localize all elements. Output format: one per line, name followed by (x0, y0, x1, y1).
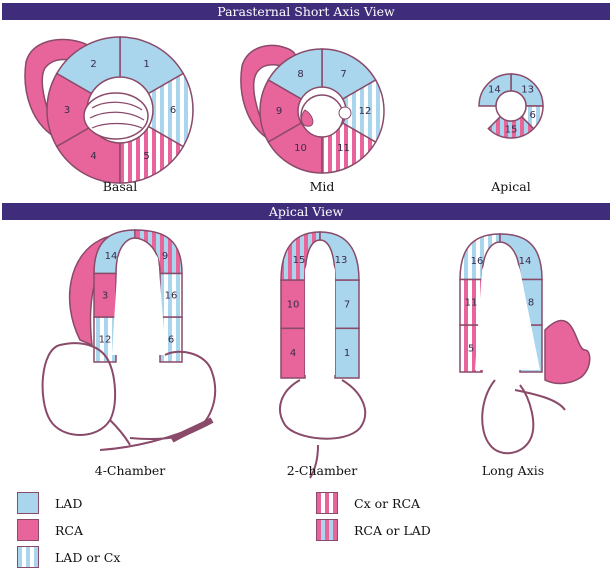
four_chamber-segment-label: 12 (99, 335, 112, 346)
legend-swatch-lad (17, 492, 39, 514)
legend-label: LAD (55, 496, 82, 511)
basal-segment-label: 1 (143, 59, 149, 70)
aortic-root-la (545, 320, 590, 383)
short-axis-apical: 13 14 15 6 (479, 74, 543, 138)
apical-segment-label: 14 (488, 84, 501, 95)
basal-segment-label: 4 (90, 151, 96, 162)
long_axis-segment-label: 5 (468, 344, 474, 355)
legend-label: Cx or RCA (354, 496, 420, 511)
papillary-muscle-anterior (339, 107, 351, 119)
two_chamber-segment-label: 13 (335, 255, 348, 266)
legend-item-rca: RCA (17, 519, 83, 541)
caption-long-axis: Long Axis (453, 463, 573, 478)
four_chamber-segment-label: 9 (162, 251, 168, 262)
two_chamber-segment-label: 1 (344, 348, 350, 359)
mid-segment-label: 12 (359, 106, 372, 117)
basal-segment-label: 2 (90, 59, 96, 70)
legend-swatch-cx_or_rca (316, 492, 338, 514)
legend-label: LAD or Cx (55, 550, 120, 565)
lv-cavity-apical (496, 91, 526, 121)
legend-item-cx_or_rca: Cx or RCA (316, 492, 420, 514)
two_chamber-segment-label: 7 (344, 299, 350, 310)
apical-segment-label: 13 (521, 84, 534, 95)
legend-item-lad_or_cx: LAD or Cx (17, 546, 120, 568)
long_axis-segment-label: 8 (528, 297, 534, 308)
two_chamber-segment-label: 15 (293, 255, 306, 266)
legend-label: RCA or LAD (354, 523, 431, 538)
apical-4-chamber: 14 3 12 9 16 6 (43, 230, 216, 450)
long_axis-segment-label: 14 (519, 256, 532, 267)
legend-swatch-lad_or_cx (17, 546, 39, 568)
four_chamber-segment-label: 14 (105, 251, 118, 262)
legend-item-lad: LAD (17, 492, 82, 514)
mid-segment-label: 9 (276, 106, 282, 117)
legend-swatch-rca (17, 519, 39, 541)
caption-basal: Basal (60, 179, 180, 194)
apical-long-axis: 161151482 (460, 234, 590, 453)
legend-swatch-rca_or_lad (316, 519, 338, 541)
caption-2-chamber: 2-Chamber (262, 463, 382, 478)
legend-item-rca_or_lad: RCA or LAD (316, 519, 431, 541)
four_chamber-segment-label: 6 (168, 335, 174, 346)
two_chamber-segment-label: 10 (287, 299, 300, 310)
four_chamber-segment-label: 3 (102, 290, 108, 301)
long_axis-segment-label: 11 (465, 297, 478, 308)
caption-4-chamber: 4-Chamber (70, 463, 190, 478)
apical-segment-label: 15 (505, 125, 518, 136)
mid-segment-label: 7 (340, 69, 346, 80)
basal-segment-label: 5 (143, 151, 149, 162)
two_chamber-segment-label: 4 (290, 348, 296, 359)
caption-apical: Apical (451, 179, 571, 194)
basal-segment-label: 6 (170, 105, 176, 116)
mid-segment-label: 11 (337, 143, 350, 154)
mid-segment-label: 8 (297, 69, 303, 80)
coronary-sinus (172, 420, 212, 440)
four_chamber-segment-label: 16 (165, 290, 178, 301)
caption-mid: Mid (262, 179, 382, 194)
apical-2-chamber: 15 10 4 13 7 1 (280, 232, 365, 478)
long_axis-segment-label: 16 (471, 256, 484, 267)
mid-segment-label: 10 (294, 143, 307, 154)
basal-segment-label: 3 (64, 105, 70, 116)
atrium-outline-la (482, 380, 565, 453)
short-axis-mid: 7 8 9 10 11 12 (241, 45, 384, 173)
legend-label: RCA (55, 523, 83, 538)
short-axis-basal: 1 2 3 4 5 6 (25, 37, 193, 183)
apical-segment-label: 6 (530, 110, 536, 121)
